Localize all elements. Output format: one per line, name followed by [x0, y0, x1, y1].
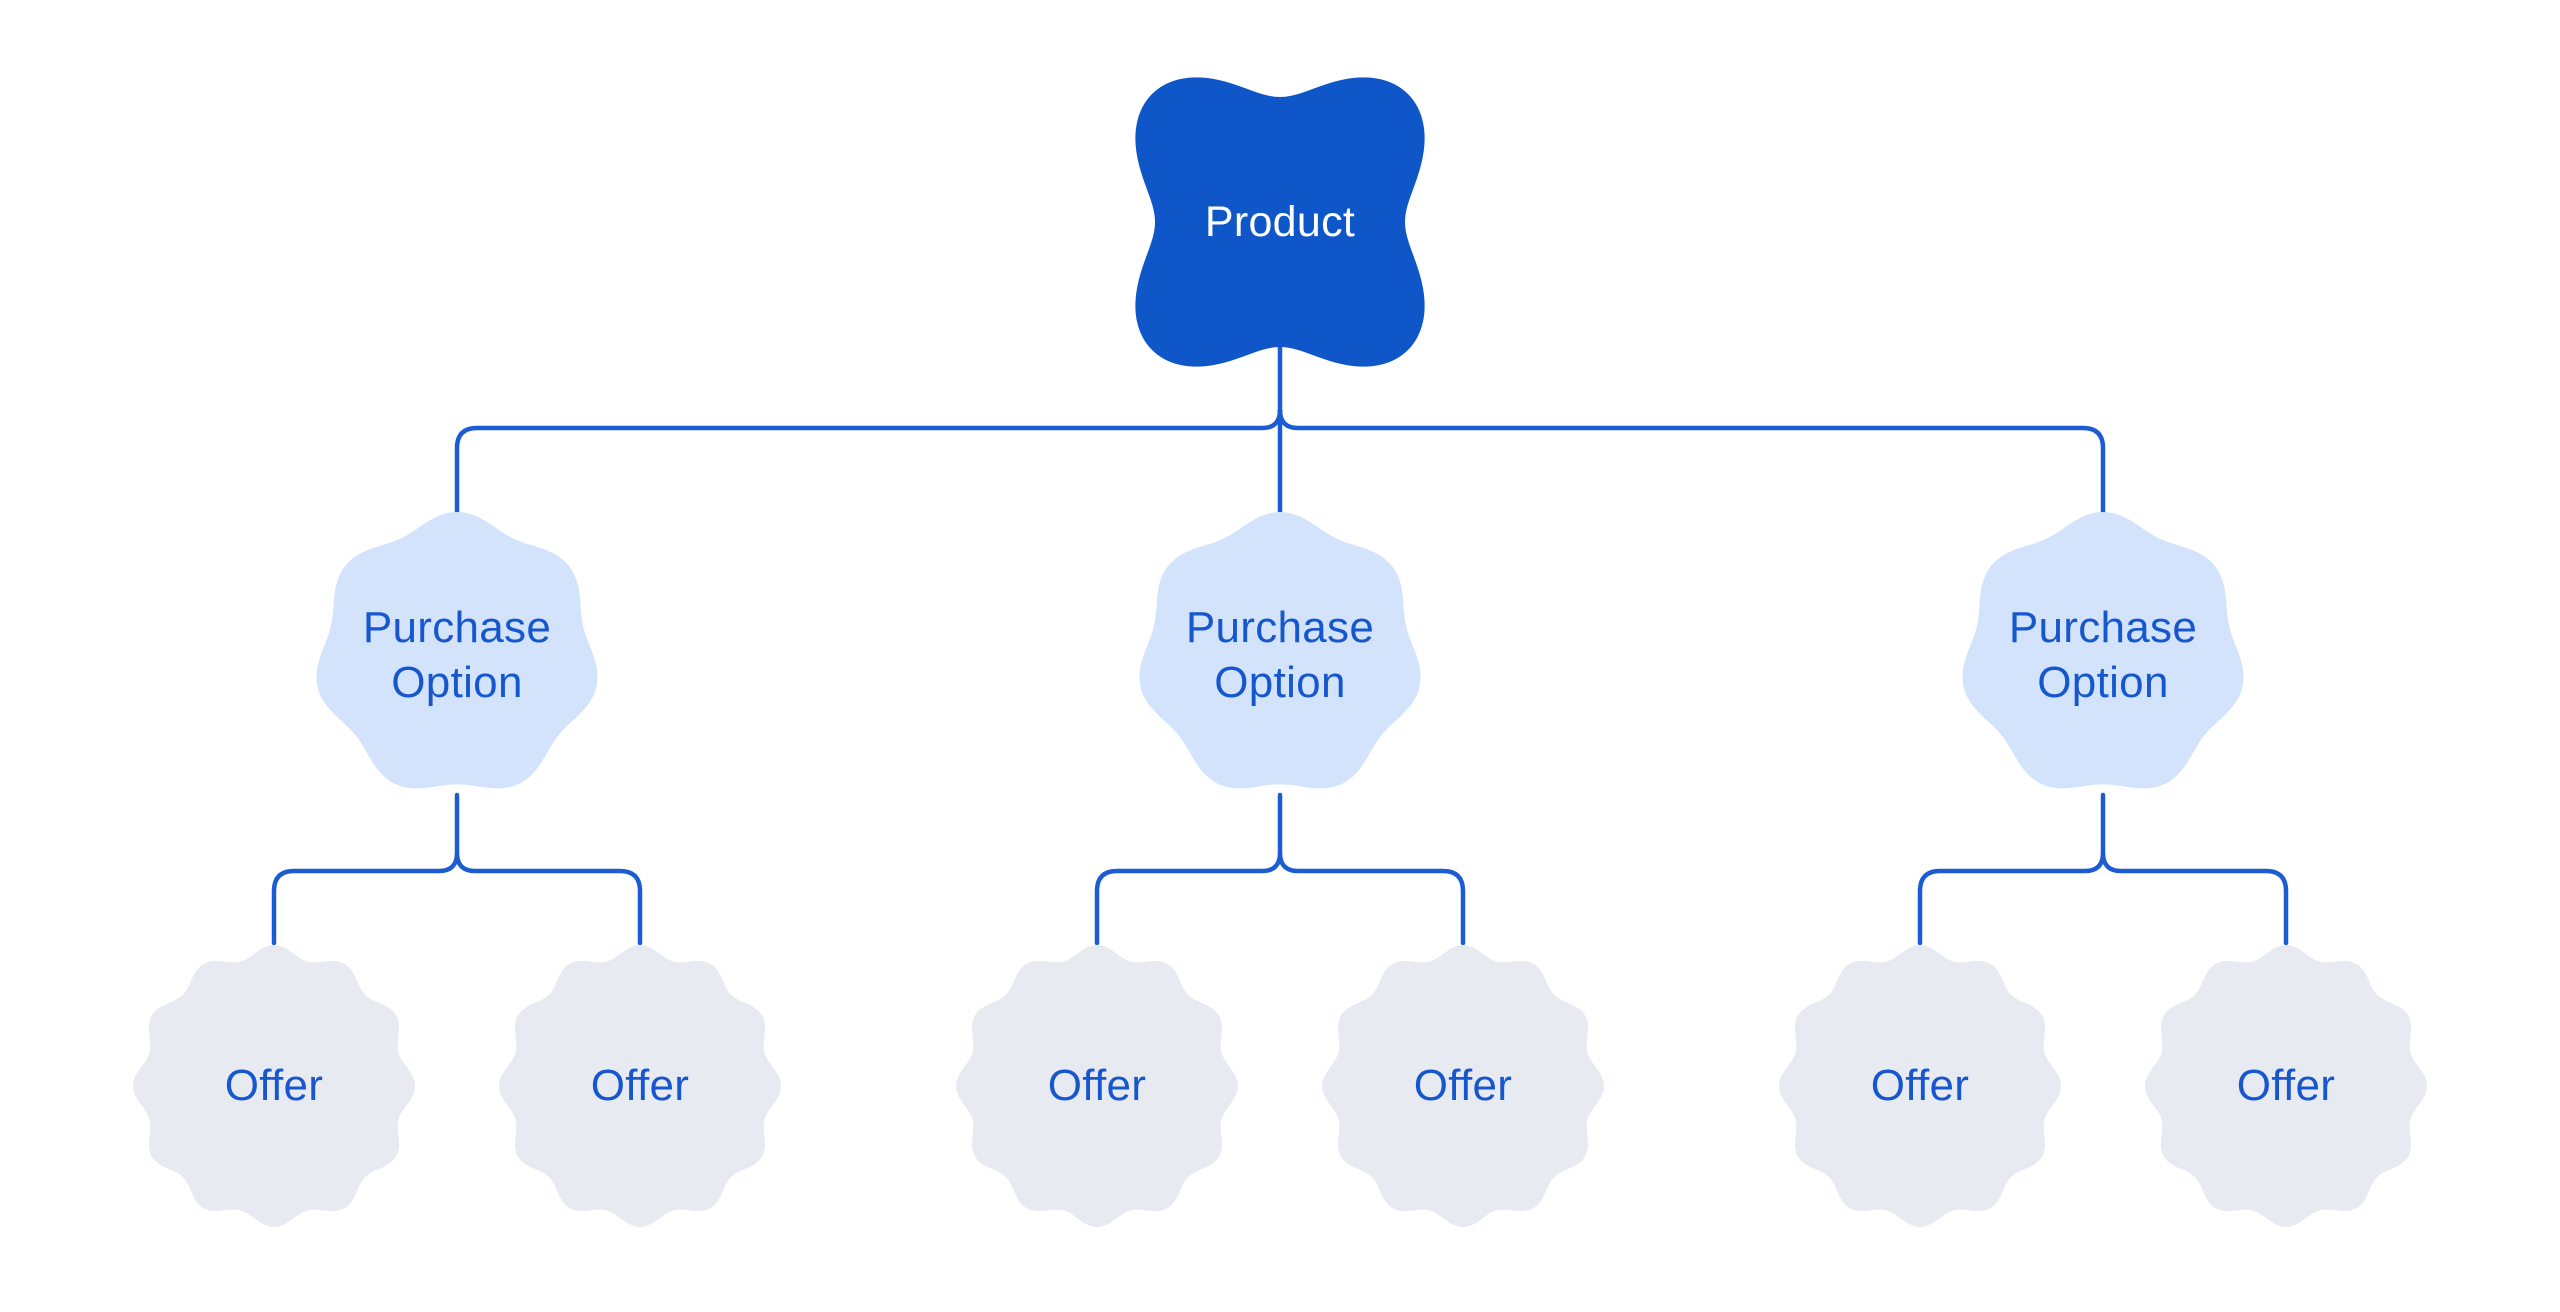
node-purchase-option-1: Purchase Option	[312, 510, 602, 800]
node-offer-3-1: Offer	[1777, 943, 2063, 1229]
offer-blob-shape	[2145, 945, 2427, 1227]
node-offer-3-2: Offer	[2143, 943, 2429, 1229]
node-offer-1-2: Offer	[497, 943, 783, 1229]
connector-group-2	[1094, 792, 1466, 946]
node-purchase-option-1-label: Purchase Option	[362, 602, 552, 707]
node-offer-2-2-label: Offer	[1413, 1061, 1513, 1111]
connector-bus-right	[1277, 407, 2106, 517]
node-offer-2-2: Offer	[1320, 943, 1606, 1229]
node-purchase-option-3: Purchase Option	[1958, 510, 2248, 800]
node-product: Product	[1097, 39, 1463, 405]
node-offer-1-1: Offer	[131, 943, 417, 1229]
node-offer-1-2-label: Offer	[590, 1061, 690, 1111]
purchase-option-blob-shape	[1962, 512, 2244, 789]
node-offer-3-1-label: Offer	[1870, 1061, 1970, 1111]
node-purchase-option-2-label: Purchase Option	[1185, 602, 1375, 707]
offer-blob-shape	[1779, 945, 2061, 1227]
offer-blob-shape	[499, 945, 781, 1227]
node-product-label: Product	[1204, 197, 1356, 246]
purchase-option-blob-shape	[316, 512, 598, 789]
node-offer-2-1: Offer	[954, 943, 1240, 1229]
purchase-option-blob-shape	[1139, 512, 1421, 789]
node-purchase-option-3-label: Purchase Option	[2008, 602, 2198, 707]
offer-blob-shape	[133, 945, 415, 1227]
connector-group-3	[1917, 792, 2289, 946]
product-blob-shape	[1135, 77, 1425, 367]
node-offer-1-1-label: Offer	[224, 1061, 324, 1111]
node-offer-2-1-label: Offer	[1047, 1061, 1147, 1111]
node-purchase-option-2: Purchase Option	[1135, 510, 1425, 800]
offer-blob-shape	[956, 945, 1238, 1227]
connector-group-1	[271, 792, 643, 946]
node-offer-3-2-label: Offer	[2236, 1061, 2336, 1111]
connector-bus-left	[454, 407, 1283, 517]
offer-blob-shape	[1322, 945, 1604, 1227]
